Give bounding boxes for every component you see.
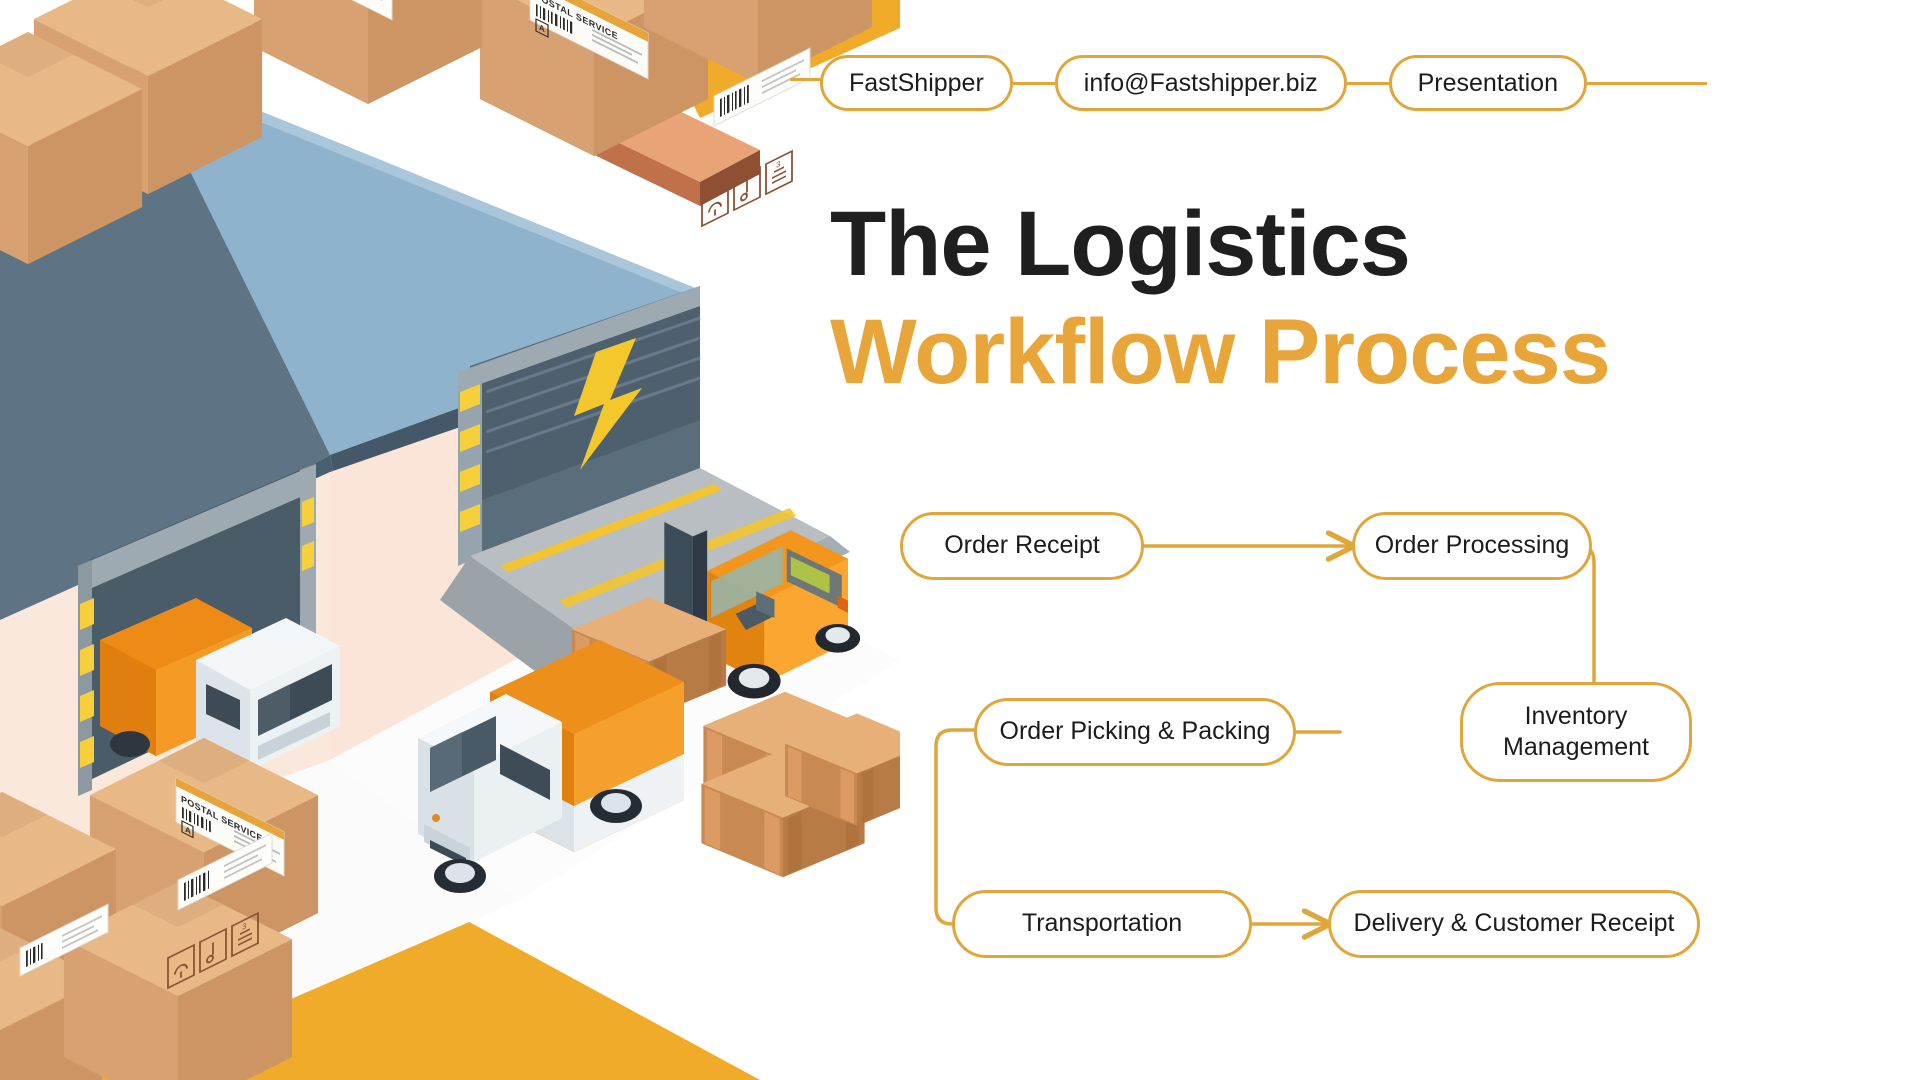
warehouse-illustration: POSTAL SERVICE A bbox=[0, 0, 900, 1080]
header-connector-2 bbox=[1346, 81, 1389, 85]
flow-node-transportation[interactable]: Transportation bbox=[952, 890, 1252, 958]
title-line-1: The Logistics bbox=[830, 193, 1411, 295]
email-pill[interactable]: info@Fastshipper.biz bbox=[1054, 55, 1347, 111]
presentation-pill[interactable]: Presentation bbox=[1388, 55, 1587, 111]
page-title: The Logistics Workflow Process bbox=[830, 193, 1890, 403]
svg-text:3: 3 bbox=[776, 158, 781, 170]
svg-text:A: A bbox=[185, 824, 191, 836]
header-lead-line bbox=[790, 78, 824, 81]
header-connector-tail bbox=[1587, 81, 1707, 85]
title-line-2: Workflow Process bbox=[830, 300, 1611, 403]
svg-text:3: 3 bbox=[242, 920, 247, 932]
flow-node-inventory-management[interactable]: Inventory Management bbox=[1460, 682, 1692, 782]
workflow-flowchart: Order Receipt Order Processing Inventory… bbox=[900, 490, 1920, 1000]
header-connector-1 bbox=[1012, 81, 1055, 85]
svg-text:A: A bbox=[539, 22, 545, 34]
flow-node-order-receipt[interactable]: Order Receipt bbox=[900, 512, 1144, 580]
flow-node-order-processing[interactable]: Order Processing bbox=[1352, 512, 1592, 580]
flow-node-order-picking-packing[interactable]: Order Picking & Packing bbox=[974, 698, 1296, 766]
flow-node-delivery-customer-receipt[interactable]: Delivery & Customer Receipt bbox=[1328, 890, 1700, 958]
brand-pill[interactable]: FastShipper bbox=[820, 55, 1013, 111]
header-pill-bar: FastShipper info@Fastshipper.biz Present… bbox=[820, 52, 1707, 114]
